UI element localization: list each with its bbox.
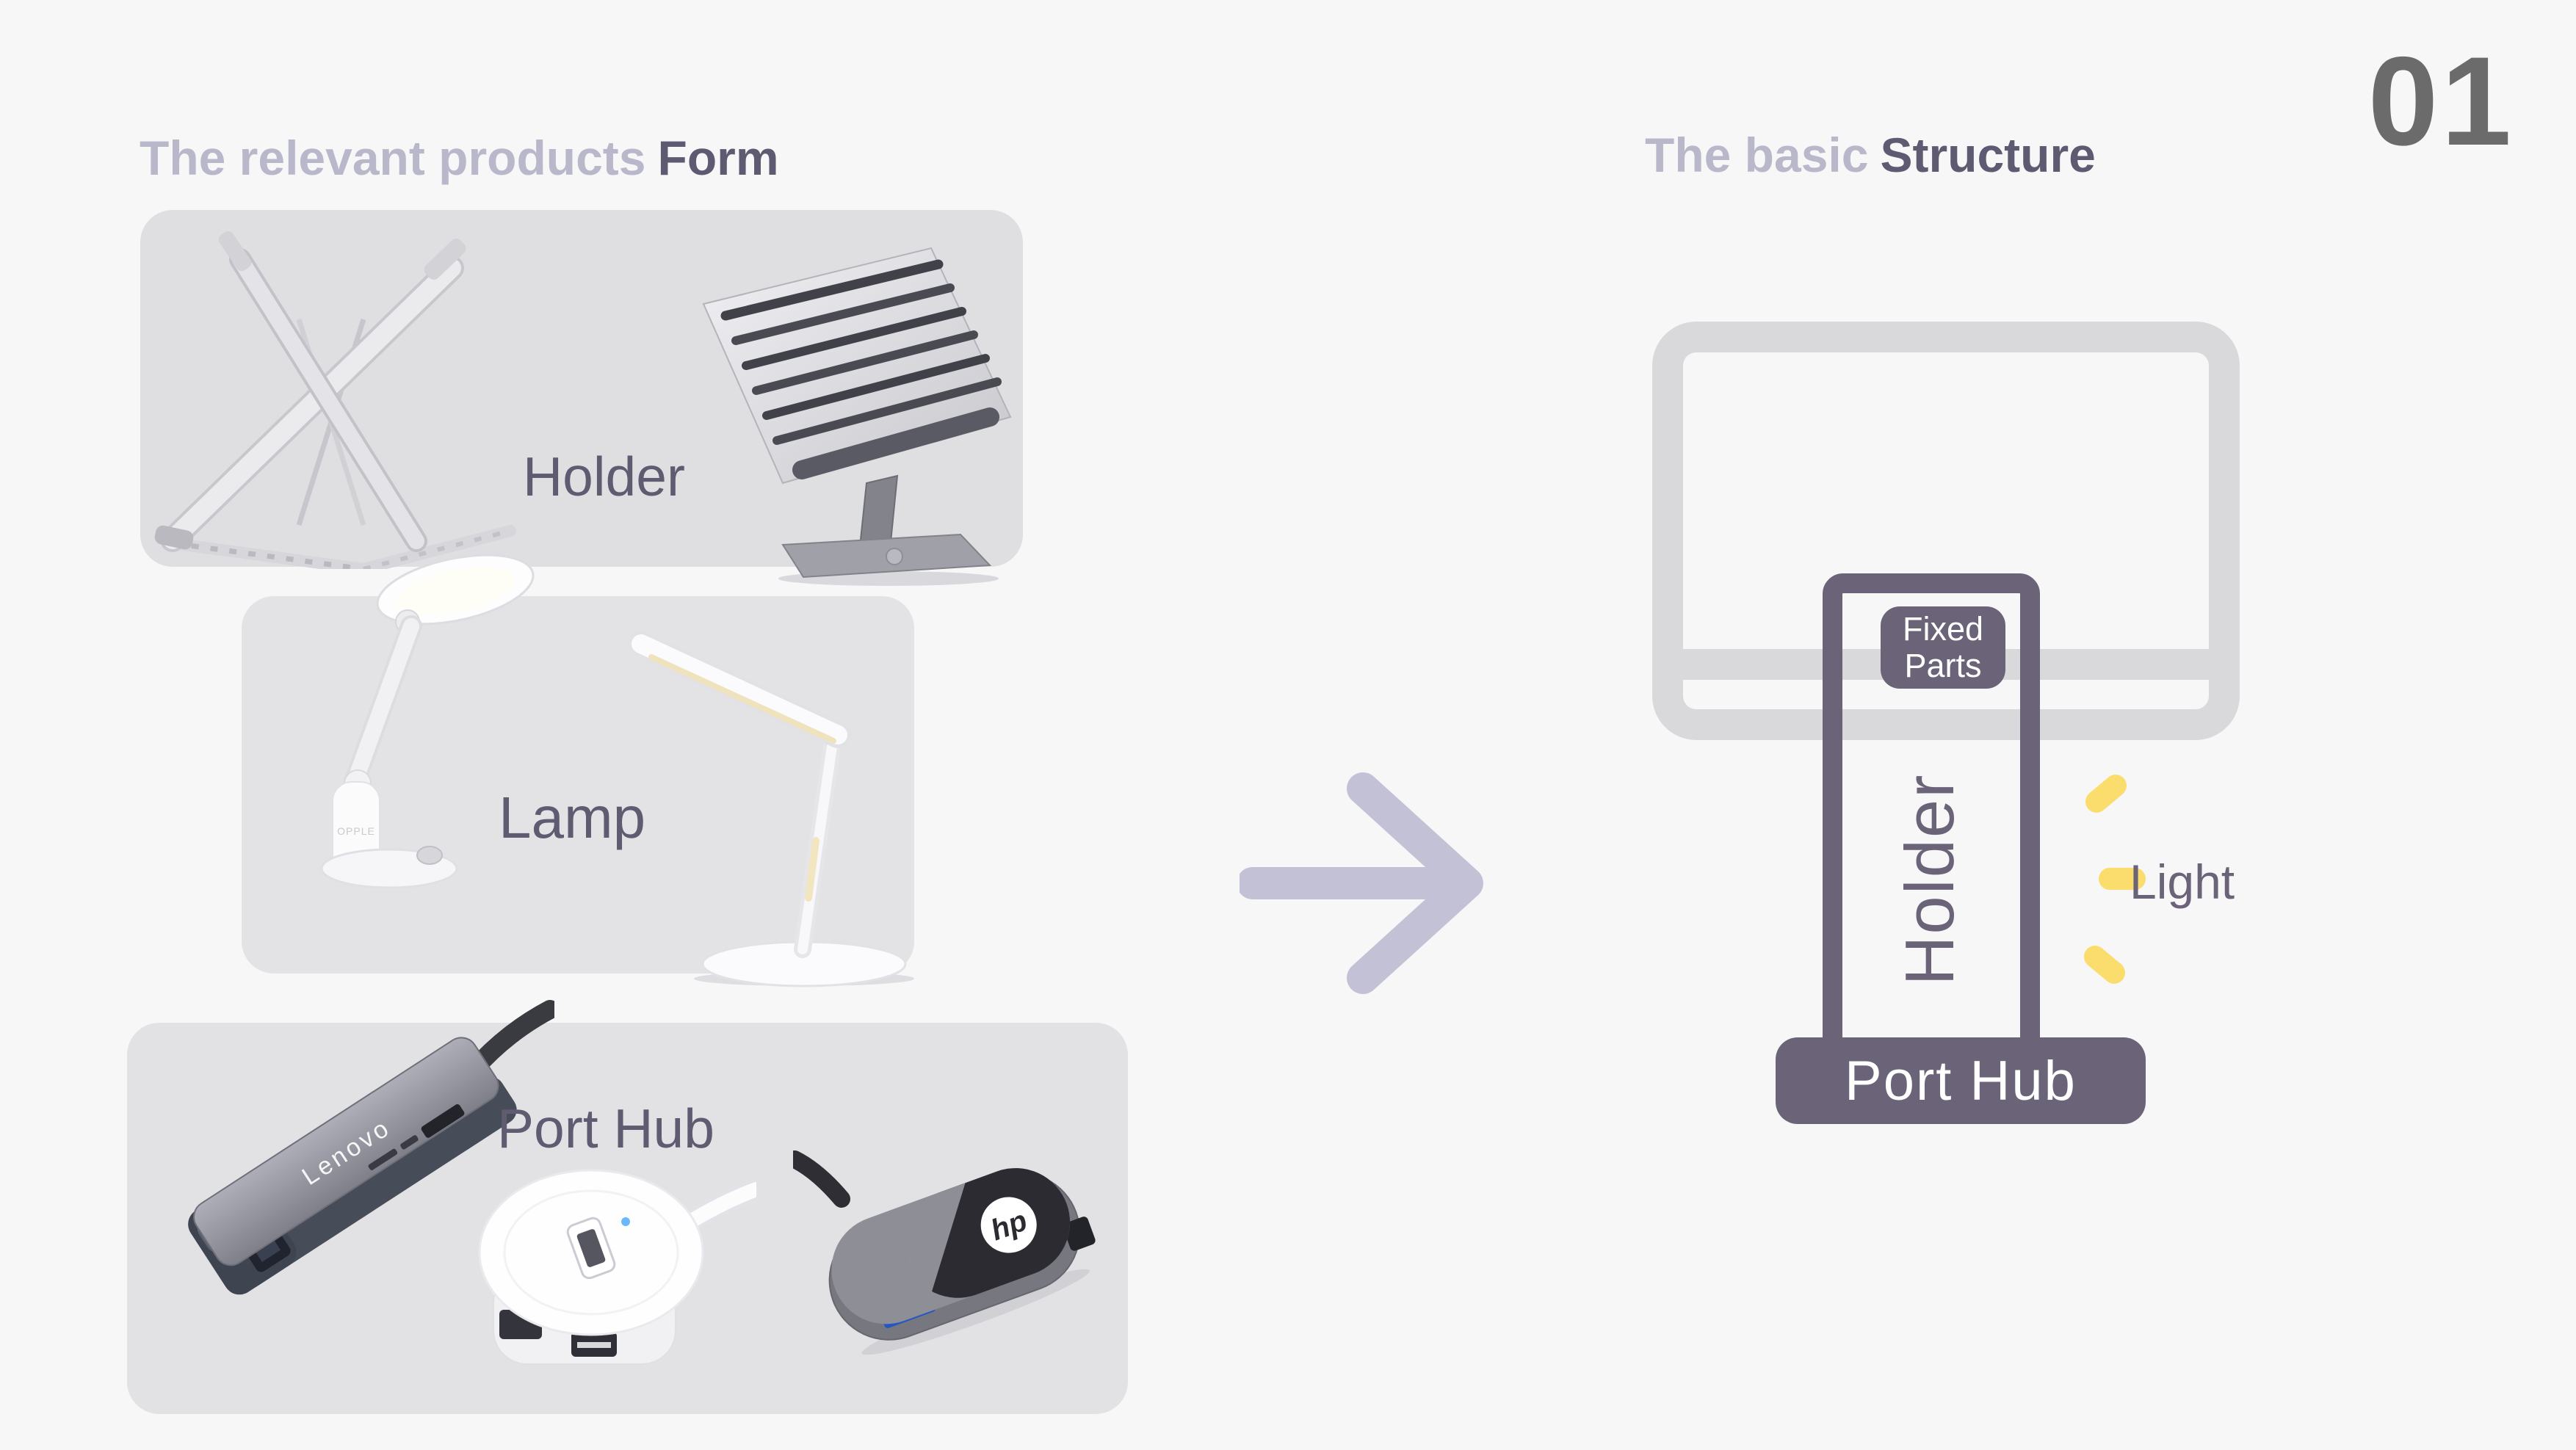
port-hub-label: Port Hub xyxy=(1845,1049,2077,1112)
page-number: 01 xyxy=(2367,31,2514,172)
sd-card-slot xyxy=(368,1148,398,1170)
right-arrow-icon xyxy=(1240,772,1483,994)
opple-wordmark: OPPLE xyxy=(337,825,375,837)
light-ray-icon xyxy=(2079,940,2130,989)
card-label-port-hub: Port Hub xyxy=(497,1098,714,1159)
tf-card-slot xyxy=(400,1135,419,1150)
led-indicator xyxy=(621,1217,630,1226)
hub-cable xyxy=(793,1150,850,1208)
fixed-parts-line2: Parts xyxy=(1904,647,1982,684)
adjustable-laptop-riser-image xyxy=(702,247,1012,586)
usb-port xyxy=(421,1104,465,1138)
hp-logo-circle xyxy=(980,1197,1037,1253)
card-label-holder: Holder xyxy=(523,446,685,507)
ethernet-port xyxy=(1063,1217,1096,1251)
holder-vertical-label: Holder xyxy=(1891,773,1968,986)
light-ray-icon xyxy=(2099,868,2146,890)
x-folding-laptop-stand-image xyxy=(154,231,516,569)
round-4-port-hub-image xyxy=(478,1169,756,1365)
bar-head-desk-lamp-image xyxy=(628,631,914,987)
right-title-light: The basic xyxy=(1645,128,1869,182)
right-title-accent: Structure xyxy=(1880,128,2096,182)
port-hub-box: Port Hub xyxy=(1776,1037,2146,1124)
fixed-parts-box: Fixed Parts xyxy=(1881,606,2005,689)
light-ray-icon xyxy=(2080,769,2132,818)
monitor-outline xyxy=(1652,322,2240,740)
hub-cable xyxy=(466,1000,554,1078)
left-title-accent: Form xyxy=(657,131,779,185)
hp-oval-hub-image: hp xyxy=(793,1150,1096,1355)
left-title-light: The relevant products xyxy=(140,131,646,185)
fixed-parts-line1: Fixed xyxy=(1902,610,1984,648)
card-label-lamp: Lamp xyxy=(499,785,646,850)
round-head-desk-lamp-image: OPPLE xyxy=(320,554,535,889)
lenovo-multiport-hub-image: Lenovo xyxy=(188,1000,554,1295)
light-label: Light xyxy=(2130,855,2235,909)
